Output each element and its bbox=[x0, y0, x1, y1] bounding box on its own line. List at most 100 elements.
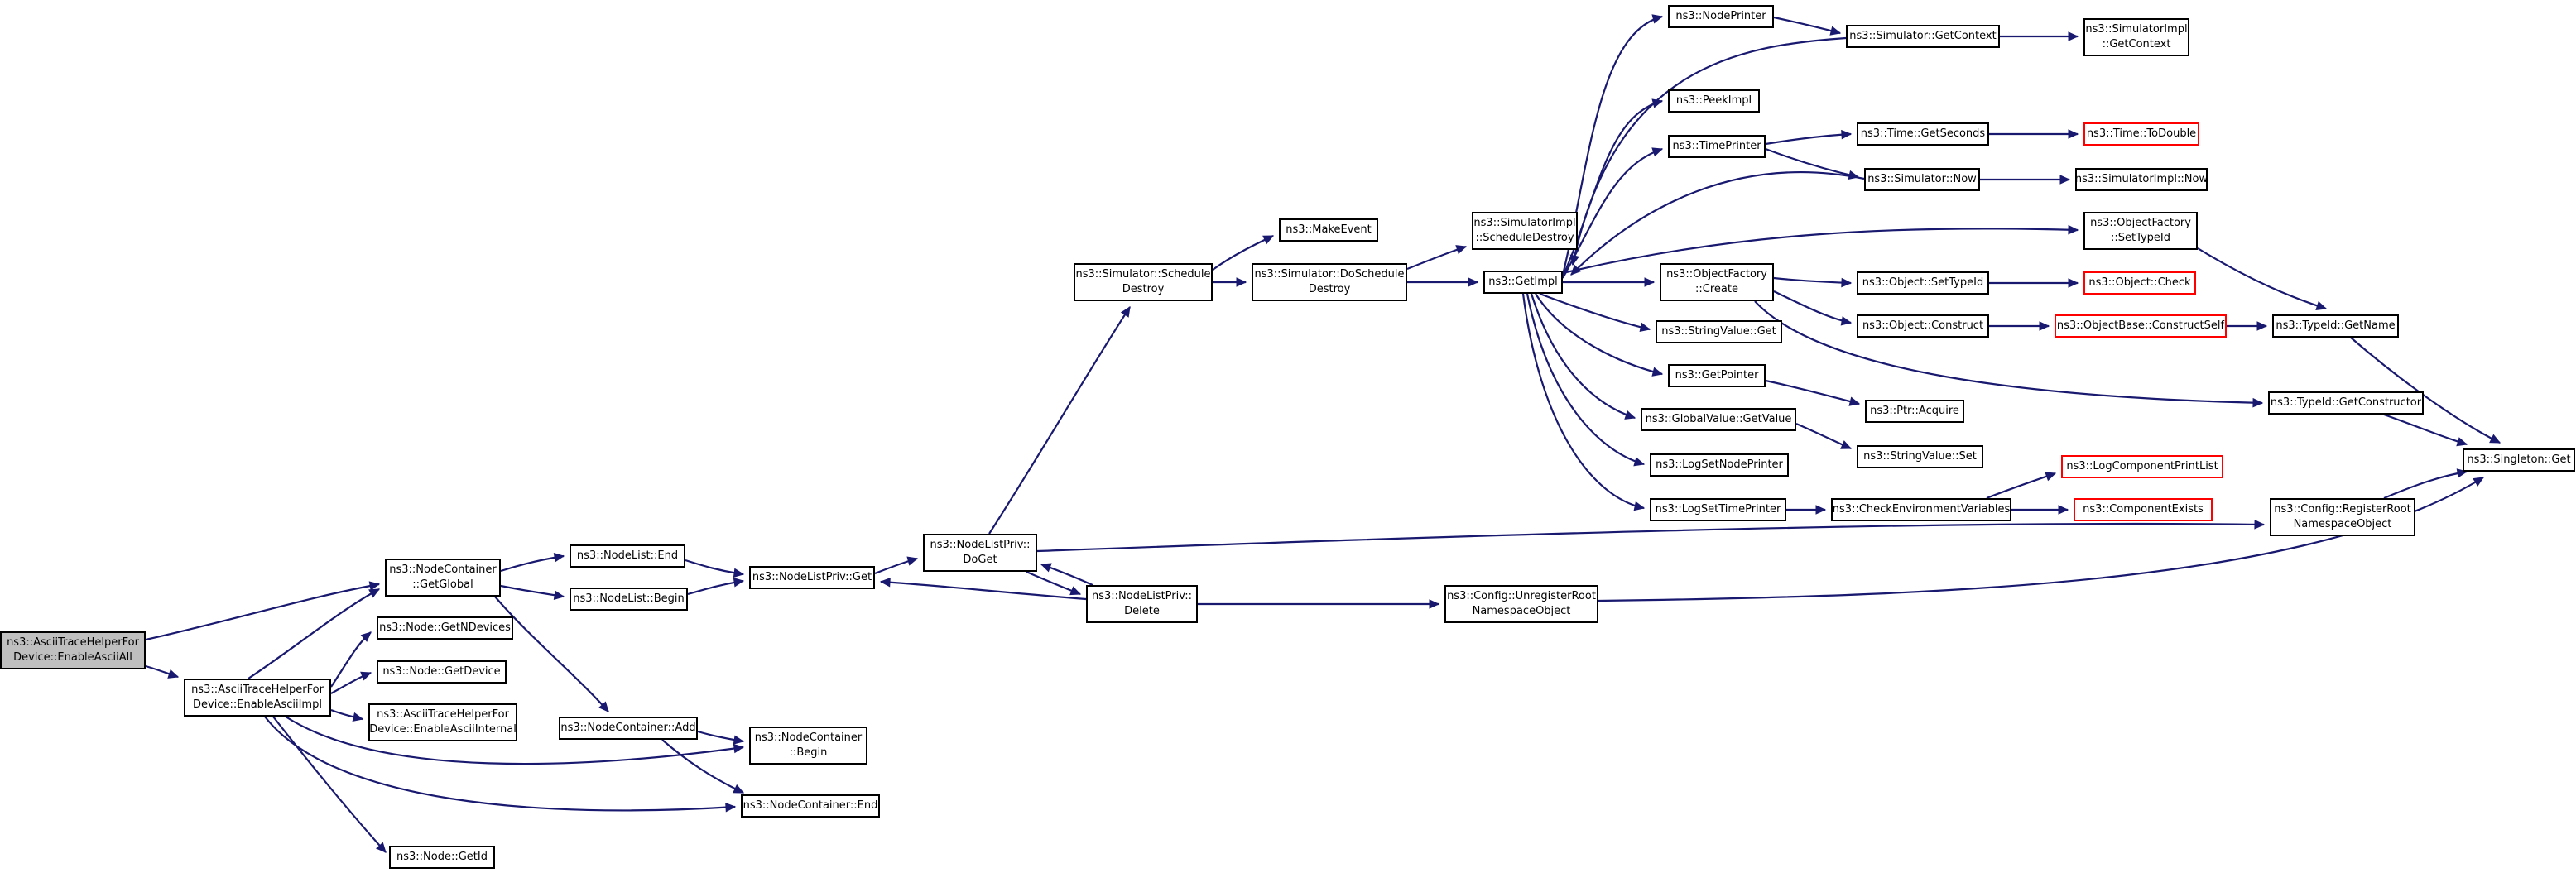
arrowhead-getimpl-to-timeprinter bbox=[1651, 147, 1664, 157]
stringvalue-set-node[interactable]: ns3::StringValue::Set bbox=[1857, 445, 1983, 468]
arrowhead-impl-to-getid bbox=[375, 842, 387, 853]
timeprinter-node[interactable]: ns3::TimePrinter bbox=[1668, 135, 1766, 158]
singleton-get-node[interactable]: ns3::Singleton::Get bbox=[2463, 448, 2575, 472]
edge-getimpl-to-logsetnodeprinter bbox=[1526, 293, 1645, 466]
arrowhead-getimpl-to-getpointer bbox=[1651, 367, 1664, 377]
arrowhead-delete-to-doget bbox=[1040, 563, 1052, 573]
nodecontainer-add-node[interactable]: ns3::NodeContainer::Add bbox=[559, 717, 698, 740]
nodecontainer-begin-node[interactable]: ns3::NodeContainer ::Begin bbox=[749, 727, 867, 765]
edge-impl-to-getglobal bbox=[248, 588, 380, 679]
arrowhead-nodeprinter-to-getcontext bbox=[1829, 26, 1842, 36]
simulator-doscheduledestroy-node[interactable]: ns3::Simulator::DoSchedule Destroy bbox=[1252, 263, 1407, 301]
nodelist-end-node[interactable]: ns3::NodeList::End bbox=[570, 544, 685, 568]
makeevent-node[interactable]: ns3::MakeEvent bbox=[1279, 218, 1378, 242]
time-todouble-node[interactable]: ns3::Time::ToDouble bbox=[2083, 122, 2199, 146]
simulatorimpl-getcontext-node[interactable]: ns3::SimulatorImpl ::GetContext bbox=[2083, 18, 2189, 56]
arrowhead-getimpl-to-logsettimeprinter bbox=[1633, 501, 1646, 511]
enable-ascii-internal-node[interactable]: ns3::AsciiTraceHelperFor Device::EnableA… bbox=[368, 703, 517, 741]
arrowhead-doschedule-to-simimplsched bbox=[1455, 245, 1468, 255]
arrowhead-impl-to-getglobal bbox=[368, 588, 381, 598]
logsetnodeprinter-node[interactable]: ns3::LogSetNodePrinter bbox=[1650, 453, 1789, 477]
node-getid-node[interactable]: ns3::Node::GetId bbox=[389, 846, 495, 869]
edge-root-to-getglobal bbox=[145, 583, 380, 641]
arrowhead-doget-to-scheduledestroy bbox=[1120, 305, 1131, 318]
arrowhead-impl-to-enableasciiinternal bbox=[352, 712, 364, 722]
arrowhead-getpointer-to-ptracquire bbox=[1848, 396, 1861, 406]
edge-getglobal-to-ncadd bbox=[494, 596, 609, 712]
componentexists-node[interactable]: ns3::ComponentExists bbox=[2074, 498, 2213, 521]
edge-ofcreate-to-settypeid bbox=[1773, 276, 1852, 285]
arrowhead-simnow-to-simimplnow bbox=[2059, 175, 2071, 185]
stringvalue-get-node[interactable]: ns3::StringValue::Get bbox=[1656, 320, 1782, 343]
objectbase-constructself-node[interactable]: ns3::ObjectBase::ConstructSelf bbox=[2055, 314, 2227, 338]
getimpl-node[interactable]: ns3::GetImpl bbox=[1483, 271, 1563, 294]
simulator-getcontext-node[interactable]: ns3::Simulator::GetContext bbox=[1846, 25, 2000, 48]
edge-sim-now-to-getimpl bbox=[1570, 171, 1865, 276]
logsettimeprinter-node[interactable]: ns3::LogSetTimePrinter bbox=[1650, 498, 1786, 521]
arrowhead-getglobal-to-ncadd bbox=[598, 701, 609, 712]
nodecontainer-getglobal-node[interactable]: ns3::NodeContainer ::GetGlobal bbox=[385, 559, 501, 597]
arrowhead-checkenv-to-logcomponentlist bbox=[2045, 472, 2057, 482]
nodelistpriv-doget-node[interactable]: ns3::NodeListPriv:: DoGet bbox=[923, 534, 1037, 572]
config-registerroot-node[interactable]: ns3::Config::RegisterRoot NamespaceObjec… bbox=[2270, 498, 2415, 536]
node-getdevice-node[interactable]: ns3::Node::GetDevice bbox=[377, 660, 507, 684]
typeid-getname-node[interactable]: ns3::TypeId::GetName bbox=[2272, 314, 2399, 338]
edge-doget-to-scheduledestroy bbox=[988, 306, 1131, 535]
arrowhead-scheddestroy-to-doschedule bbox=[1236, 277, 1247, 287]
edge-getimpl-to-ofsettypeid bbox=[1562, 228, 2079, 275]
simulator-now-node[interactable]: ns3::Simulator::Now bbox=[1864, 168, 1980, 191]
arrowhead-getimpl-to-logsetnodeprinter bbox=[1633, 457, 1646, 467]
arrowhead-getglobal-to-nodelistbegin bbox=[553, 590, 565, 600]
root-function-node[interactable]: ns3::AsciiTraceHelperFor Device::EnableA… bbox=[0, 631, 146, 669]
objectfactory-create-node[interactable]: ns3::ObjectFactory ::Create bbox=[1660, 263, 1774, 301]
edge-timeprinter-to-getseconds bbox=[1765, 132, 1852, 146]
nodeprinter-node[interactable]: ns3::NodePrinter bbox=[1668, 5, 1774, 28]
edge-getname-to-singleton bbox=[2350, 337, 2501, 444]
edge-getimpl-to-globalvalueget bbox=[1530, 293, 1636, 420]
simulator-scheduledestroy-node[interactable]: ns3::Simulator::Schedule Destroy bbox=[1074, 263, 1213, 301]
edge-impl-to-ncbegin bbox=[285, 716, 744, 765]
edge-impl-to-ncend bbox=[264, 716, 736, 812]
typeid-getconstructor-node[interactable]: ns3::TypeId::GetConstructor bbox=[2268, 391, 2424, 415]
nodelistpriv-get-node[interactable]: ns3::NodeListPriv::Get bbox=[749, 566, 875, 589]
arrowhead-sim-getcontext-to-getimpl bbox=[1569, 254, 1579, 266]
globalvalue-getvalue-node[interactable]: ns3::GlobalValue::GetValue bbox=[1641, 408, 1796, 431]
arrowhead-ofcreate-to-getconstructor bbox=[2252, 397, 2264, 408]
arrowhead-getimpl-to-ofsettypeid bbox=[2068, 224, 2079, 235]
simulatorimpl-scheduledestroy-node[interactable]: ns3::SimulatorImpl ::ScheduleDestroy bbox=[1472, 212, 1578, 250]
arrowhead-doget-to-registerroot bbox=[2254, 520, 2266, 530]
logcomponentprintlist-node[interactable]: ns3::LogComponentPrintList bbox=[2061, 455, 2223, 478]
arrowhead-getseconds-to-todouble bbox=[2068, 129, 2079, 139]
peekimpl-node[interactable]: ns3::PeekImpl bbox=[1668, 89, 1760, 113]
object-construct-node[interactable]: ns3::Object::Construct bbox=[1857, 314, 1989, 338]
edge-delete-to-nlpget bbox=[880, 580, 1087, 601]
ptr-acquire-node[interactable]: ns3::Ptr::Acquire bbox=[1865, 400, 1964, 423]
arrowhead-globalvalue-to-stringvalueset bbox=[1840, 440, 1853, 449]
nodecontainer-end-node[interactable]: ns3::NodeContainer::End bbox=[741, 794, 880, 818]
config-unregisterroot-node[interactable]: ns3::Config::UnregisterRoot NamespaceObj… bbox=[1444, 585, 1598, 623]
arrowhead-getglobal-to-nodelistend bbox=[553, 553, 565, 563]
edge-nodeprinter-to-getcontext bbox=[1773, 16, 1841, 35]
edge-getglobal-to-nodelistbegin bbox=[500, 584, 565, 598]
node-getndevices-node[interactable]: ns3::Node::GetNDevices bbox=[377, 616, 513, 640]
nodelist-begin-node[interactable]: ns3::NodeList::Begin bbox=[570, 588, 688, 611]
arrowhead-nlpget-to-nlpdoget bbox=[906, 556, 919, 566]
arrowhead-construct-to-constructself bbox=[2039, 321, 2050, 331]
arrowhead-timeprinter-to-simnow bbox=[1848, 170, 1860, 180]
arrowhead-doschedule-to-getimpl bbox=[1468, 277, 1479, 287]
arrowhead-timeprinter-to-getseconds bbox=[1841, 129, 1853, 140]
arrowhead-root-to-getglobal bbox=[368, 581, 381, 591]
object-settypeid-node[interactable]: ns3::Object::SetTypeId bbox=[1857, 271, 1989, 295]
objectfactory-settypeid-node[interactable]: ns3::ObjectFactory ::SetTypeId bbox=[2083, 212, 2198, 250]
edge-getimpl-to-logsettimeprinter bbox=[1521, 293, 1645, 510]
arrowhead-getcontext-to-simimplcontext bbox=[2068, 31, 2079, 41]
getpointer-node[interactable]: ns3::GetPointer bbox=[1668, 364, 1766, 387]
edge-timeprinter-to-simnow bbox=[1765, 147, 1859, 179]
checkenvironmentvariables-node[interactable]: ns3::CheckEnvironmentVariables bbox=[1831, 498, 2011, 521]
simulatorimpl-now-node[interactable]: ns3::SimulatorImpl::Now bbox=[2075, 168, 2208, 191]
time-getseconds-node[interactable]: ns3::Time::GetSeconds bbox=[1857, 122, 1989, 146]
object-check-node[interactable]: ns3::Object::Check bbox=[2083, 271, 2196, 295]
arrowhead-scheddestroy-to-makeevent bbox=[1262, 235, 1275, 245]
enable-ascii-impl-node[interactable]: ns3::AsciiTraceHelperFor Device::EnableA… bbox=[184, 679, 331, 717]
nodelistpriv-delete-node[interactable]: ns3::NodeListPriv:: Delete bbox=[1086, 585, 1198, 623]
